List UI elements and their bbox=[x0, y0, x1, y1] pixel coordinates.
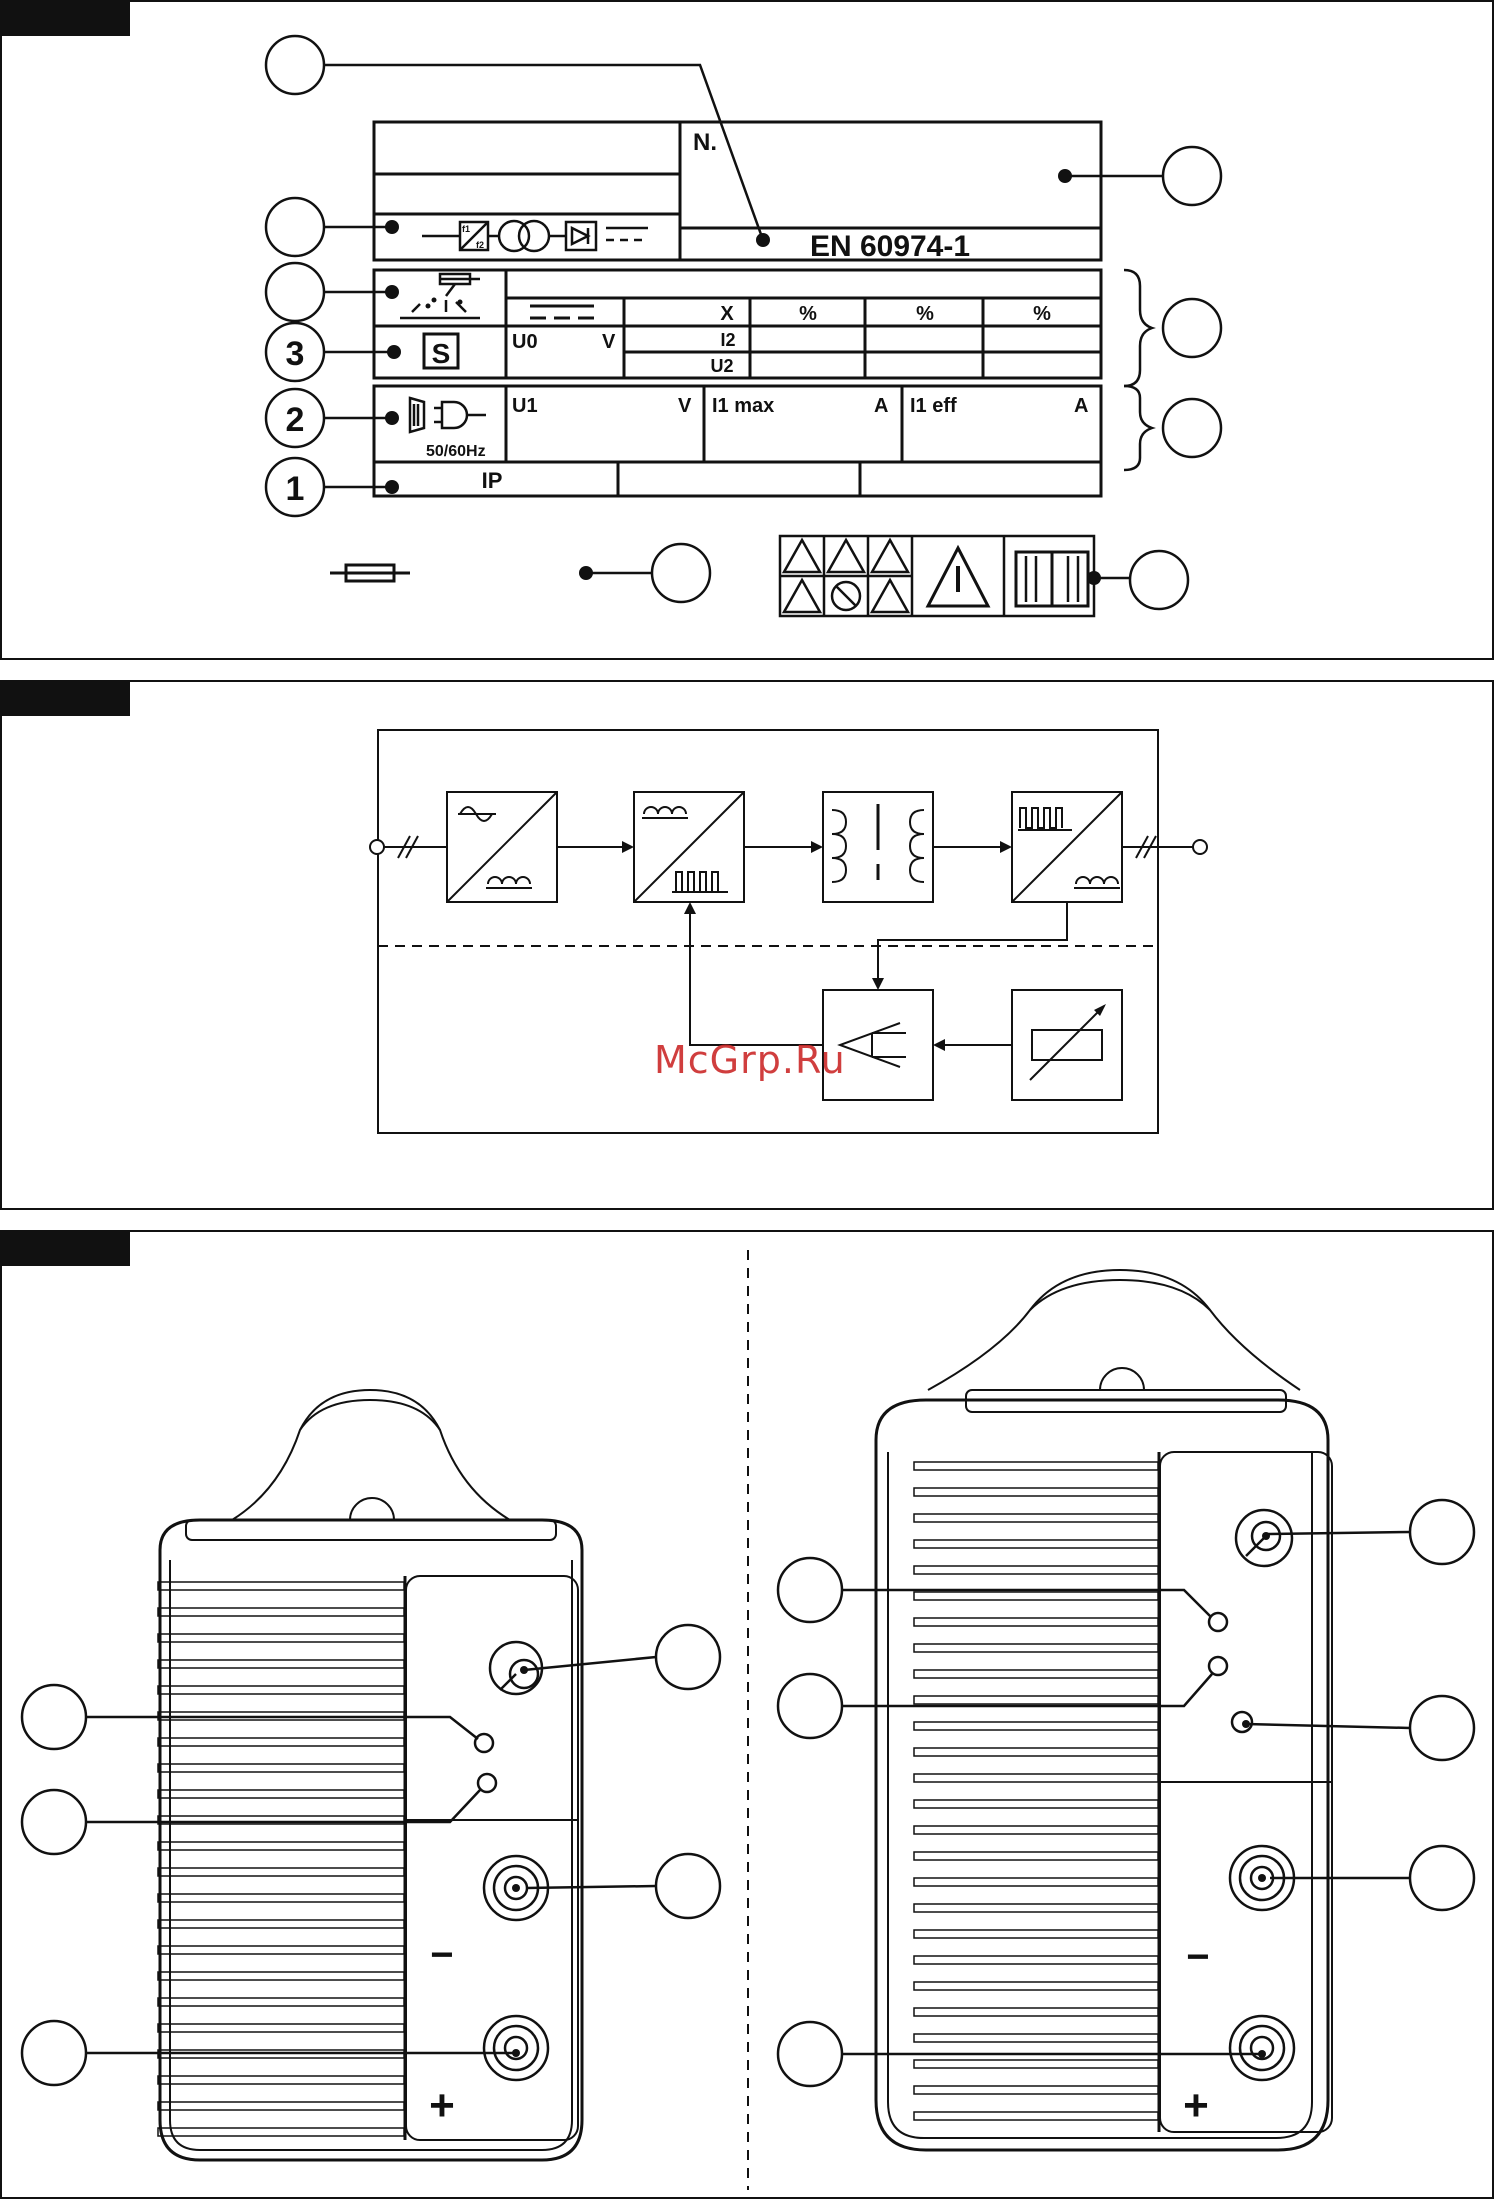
u2-label: U2 bbox=[710, 356, 733, 376]
plus-terminal-label-left: + bbox=[429, 2081, 455, 2130]
pct-label-2: % bbox=[916, 303, 934, 325]
right-vent-fins bbox=[914, 1462, 1158, 2120]
vent-fin bbox=[914, 1514, 1158, 1522]
f1-label: f1 bbox=[462, 224, 470, 234]
machine-front-views: − + − + bbox=[0, 1230, 1496, 2199]
u1-label: U1 bbox=[512, 395, 538, 417]
serial-label: N. bbox=[693, 129, 717, 156]
vent-fin bbox=[158, 1738, 404, 1746]
callout-3: 3 bbox=[286, 335, 305, 373]
i1eff-unit: A bbox=[1074, 395, 1088, 417]
vent-fin bbox=[914, 1826, 1158, 1834]
vent-fin bbox=[158, 2102, 404, 2110]
vent-fin bbox=[158, 1998, 404, 2006]
vent-fin bbox=[158, 1894, 404, 1902]
standard-label: EN 60974-1 bbox=[810, 230, 970, 263]
machine-right bbox=[876, 1270, 1332, 2150]
vent-fin bbox=[158, 1764, 404, 1772]
fuse-icon bbox=[330, 565, 410, 581]
vent-fin bbox=[914, 2112, 1158, 2120]
u1-unit: V bbox=[678, 395, 692, 417]
warning-pictograms-icon bbox=[780, 536, 1094, 616]
vent-fin bbox=[914, 1540, 1158, 1548]
vent-fin bbox=[914, 1852, 1158, 1860]
u0-label: U0 bbox=[512, 331, 538, 353]
watermark-text: McGrp.Ru bbox=[654, 1038, 846, 1082]
callout-2: 2 bbox=[286, 401, 305, 439]
ip-label: IP bbox=[482, 468, 503, 493]
minus-terminal-label-right: − bbox=[1186, 1935, 1209, 1979]
vent-fin bbox=[158, 1790, 404, 1798]
vent-fin bbox=[158, 1946, 404, 1954]
vent-fin bbox=[914, 1618, 1158, 1626]
pct-label-1: % bbox=[799, 303, 817, 325]
vent-fin bbox=[158, 1920, 404, 1928]
col-x-label: X bbox=[720, 303, 734, 325]
vent-fin bbox=[158, 2076, 404, 2084]
vent-fin bbox=[914, 1566, 1158, 1574]
vent-fin bbox=[914, 1748, 1158, 1756]
i1eff-label: I1 eff bbox=[910, 395, 957, 417]
vent-fin bbox=[158, 2024, 404, 2032]
vent-fin bbox=[158, 1660, 404, 1668]
block-diagram bbox=[0, 680, 1496, 1220]
pct-label-3: % bbox=[1033, 303, 1051, 325]
vent-fin bbox=[158, 1608, 404, 1616]
vent-fin bbox=[914, 1930, 1158, 1938]
callout-1: 1 bbox=[286, 470, 305, 508]
i1max-label: I1 max bbox=[712, 395, 774, 417]
vent-fin bbox=[158, 1582, 404, 1590]
f2-label: f2 bbox=[476, 240, 484, 250]
minus-terminal-label-left: − bbox=[430, 1933, 453, 1977]
vent-fin bbox=[158, 1868, 404, 1876]
rating-plate-diagram: f1 f2 S N. EN 60974-1 X % % % U0 V I2 bbox=[0, 0, 1496, 660]
vent-fin bbox=[158, 1972, 404, 1980]
vent-fin bbox=[914, 1644, 1158, 1652]
plus-terminal-label-right: + bbox=[1183, 2081, 1209, 2130]
vent-fin bbox=[914, 2086, 1158, 2094]
vent-fin bbox=[914, 1904, 1158, 1912]
vent-fin bbox=[914, 1592, 1158, 1600]
vent-fin bbox=[158, 1634, 404, 1642]
vent-fin bbox=[914, 1462, 1158, 1470]
u0-unit: V bbox=[602, 331, 616, 353]
vent-fin bbox=[158, 1686, 404, 1694]
vent-fin bbox=[914, 2034, 1158, 2042]
vent-fin bbox=[914, 1878, 1158, 1886]
vent-fin bbox=[158, 2128, 404, 2136]
s-symbol: S bbox=[432, 338, 451, 369]
machine-left bbox=[160, 1390, 582, 2160]
vent-fin bbox=[914, 1670, 1158, 1678]
vent-fin bbox=[914, 1800, 1158, 1808]
frequency-label: 50/60Hz bbox=[426, 443, 486, 460]
vent-fin bbox=[914, 1696, 1158, 1704]
vent-fin bbox=[914, 1774, 1158, 1782]
vent-fin bbox=[914, 2060, 1158, 2068]
i1max-unit: A bbox=[874, 395, 888, 417]
vent-fin bbox=[158, 1842, 404, 1850]
vent-fin bbox=[914, 1722, 1158, 1730]
vent-fin bbox=[914, 1488, 1158, 1496]
vent-fin bbox=[914, 1982, 1158, 1990]
i2-label: I2 bbox=[720, 330, 735, 350]
vent-fin bbox=[914, 1956, 1158, 1964]
vent-fin bbox=[914, 2008, 1158, 2016]
